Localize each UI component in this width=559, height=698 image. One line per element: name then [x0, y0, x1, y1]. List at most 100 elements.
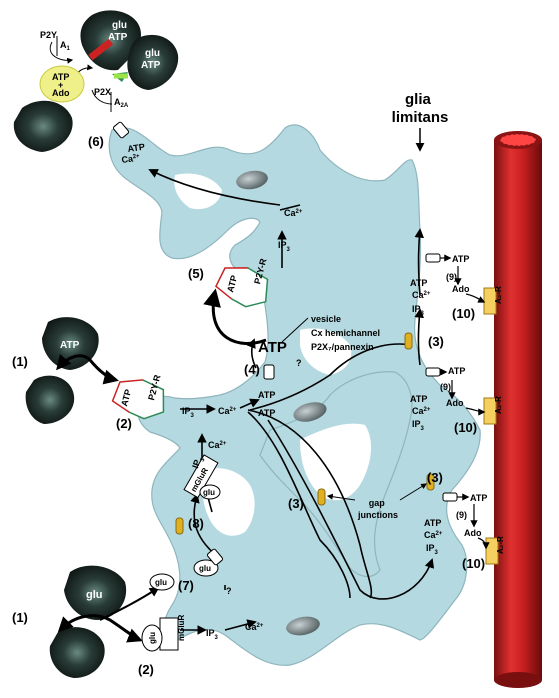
mglur-receptor-2: mGluR: [159, 615, 186, 651]
svg-text:(5): (5): [188, 266, 204, 281]
svg-text:ATP: ATP: [424, 518, 441, 528]
svg-text:ATP: ATP: [108, 32, 128, 43]
svg-text:glu: glu: [203, 488, 215, 497]
svg-text:Ca2+: Ca2+: [121, 152, 141, 165]
synapse-blob: [25, 375, 75, 424]
svg-text:ATP: ATP: [410, 278, 427, 288]
svg-text:(10): (10): [452, 306, 475, 321]
svg-text:(2): (2): [116, 416, 132, 431]
svg-text:(8): (8): [188, 516, 204, 531]
a1-receptor: [88, 38, 114, 61]
svg-text:(3): (3): [427, 470, 443, 485]
svg-text:(4): (4): [244, 362, 260, 377]
svg-text:glu: glu: [112, 20, 127, 31]
svg-text:P2Y: P2Y: [40, 30, 57, 40]
svg-text:A1: A1: [60, 40, 71, 52]
svg-text:IP3: IP3: [206, 628, 219, 641]
svg-text:ATP: ATP: [52, 72, 69, 82]
nucleus: [236, 170, 268, 190]
svg-text:ATP: ATP: [258, 339, 287, 356]
glia-limitans-label: glia limitans: [392, 91, 449, 126]
svg-text:glu: glu: [199, 564, 211, 573]
svg-text:(1): (1): [12, 610, 28, 625]
p2y-receptor-2: [111, 379, 165, 420]
svg-text:IP3: IP3: [412, 419, 425, 432]
glu-bubble: [193, 559, 219, 577]
astrocyte-process: [202, 468, 255, 536]
svg-text:(10): (10): [462, 556, 485, 571]
atp-ado-circle: [39, 65, 85, 103]
pathway-lines: [148, 169, 435, 635]
top-receptor-group: glu ATP glu ATP P2Y A1 P2X A2A ATP + Ado: [39, 20, 161, 112]
svg-text:ATP: ATP: [410, 394, 427, 404]
astrocyte-process: [300, 423, 372, 501]
release-arrow: [56, 353, 119, 385]
svg-text:Ca2+: Ca2+: [218, 406, 237, 416]
svg-text:P2X: P2X: [94, 87, 111, 97]
svg-text:Ca2+: Ca2+: [412, 290, 431, 300]
glu-bubble: [199, 484, 221, 500]
gap-junction: [175, 332, 435, 535]
svg-text:Ado: Ado: [52, 88, 70, 98]
svg-text:glu: glu: [148, 632, 157, 644]
glu-bubble: [141, 624, 163, 652]
release-paths: vesicle Cx hemichannel P2X₇/pannexin: [311, 314, 383, 352]
svg-text:(3): (3): [288, 496, 304, 511]
svg-text:glu: glu: [145, 48, 160, 59]
synapse-blob: [127, 34, 179, 90]
svg-text:Ca2+: Ca2+: [208, 440, 227, 450]
svg-text:ATP: ATP: [141, 60, 161, 71]
release-arrow: [57, 614, 143, 643]
svg-text:(6): (6): [88, 134, 104, 149]
svg-text:Ca2+: Ca2+: [284, 208, 303, 218]
nucleus: [293, 402, 327, 422]
synapse-blob: [64, 565, 127, 620]
svg-text:ATP: ATP: [119, 388, 133, 407]
release-arrow: [99, 586, 160, 621]
svg-text:ATP: ATP: [470, 493, 487, 503]
svg-text:ATP: ATP: [258, 390, 275, 400]
nucleus: [286, 616, 320, 636]
svg-text:(3): (3): [428, 334, 444, 349]
svg-text:IP3: IP3: [426, 543, 439, 556]
blood-vessel: [494, 131, 542, 688]
synapse-blob: [49, 627, 105, 678]
svg-text:A₂-R: A₂-R: [494, 286, 503, 304]
svg-text:IP3: IP3: [412, 304, 425, 317]
svg-text:IP3: IP3: [278, 240, 291, 253]
svg-text:(9): (9): [440, 382, 451, 392]
svg-text:glu: glu: [86, 589, 103, 601]
svg-text:ATP: ATP: [258, 408, 275, 418]
svg-text:Ado: Ado: [464, 528, 482, 538]
svg-text:A₂-R: A₂-R: [496, 536, 505, 554]
svg-text:ATP: ATP: [452, 254, 469, 264]
svg-text:glu: glu: [155, 578, 167, 587]
svg-text:IP3: IP3: [190, 455, 206, 471]
release-channel: [112, 121, 458, 566]
svg-text:ATP: ATP: [225, 274, 239, 293]
glu-bubble: [149, 573, 175, 591]
svg-text:(9): (9): [456, 510, 467, 520]
svg-text:Ado: Ado: [446, 398, 464, 408]
svg-text:mGluR: mGluR: [177, 615, 186, 641]
svg-text:A₂-R: A₂-R: [494, 396, 503, 414]
svg-text:Ado: Ado: [452, 284, 470, 294]
svg-text:?: ?: [296, 358, 302, 368]
svg-text:(7): (7): [178, 578, 194, 593]
svg-text:ATP: ATP: [60, 340, 80, 351]
svg-text:ATP: ATP: [448, 366, 465, 376]
svg-text:ATP: ATP: [127, 142, 146, 154]
svg-text:Ca2+: Ca2+: [424, 530, 443, 540]
svg-text:+: +: [58, 80, 63, 90]
svg-text:Ca2+: Ca2+: [412, 406, 431, 416]
astrocyte-process: [174, 173, 222, 210]
astrocyte-process: [300, 328, 352, 375]
svg-text:(10): (10): [454, 420, 477, 435]
svg-text:IP3: IP3: [182, 406, 195, 419]
gap-junctions-label: gap junctions: [357, 498, 398, 520]
svg-text:(9): (9): [446, 272, 457, 282]
p2y-receptor-5: [215, 267, 269, 308]
svg-text:A2A: A2A: [114, 97, 129, 109]
synapse-blob: [13, 100, 73, 152]
